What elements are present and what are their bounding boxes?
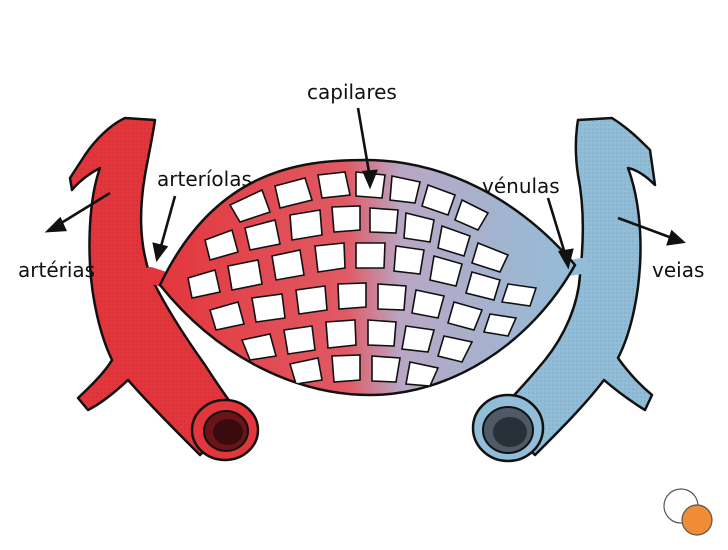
- arteriolas-arrowhead: [152, 242, 169, 263]
- venulas-arrowhead: [557, 248, 574, 270]
- arteriolas-leader: [158, 195, 177, 251]
- vein-vessel: [471, 116, 657, 463]
- label-venulas: vénulas: [482, 174, 560, 198]
- label-arterias: artérias: [18, 258, 96, 282]
- corner-circle-orange: [681, 504, 713, 536]
- arterias-arrowhead: [44, 216, 67, 233]
- artery-vessel: [68, 116, 260, 462]
- label-arteriolas: arteríolas: [157, 167, 252, 191]
- veias-leader: [617, 216, 673, 240]
- corner-circles: [663, 488, 713, 536]
- arterias-leader: [57, 191, 111, 227]
- capilares-arrowhead: [362, 169, 378, 190]
- leader-lines: [44, 107, 686, 270]
- veias-arrowhead: [666, 229, 686, 246]
- venulas-leader: [546, 197, 568, 258]
- capillary-bed: [158, 158, 577, 397]
- label-veias: veias: [652, 258, 705, 282]
- label-capilares: capilares: [307, 80, 397, 104]
- capilares-leader: [356, 107, 372, 179]
